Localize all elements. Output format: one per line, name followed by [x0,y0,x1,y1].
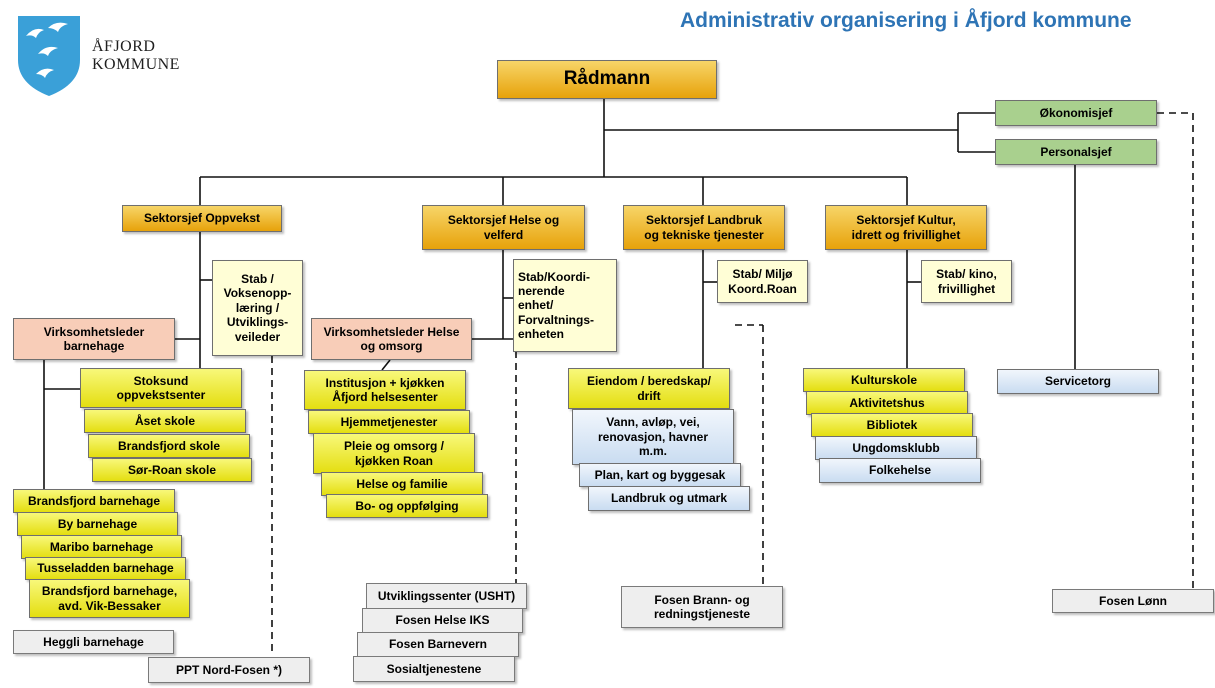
technical-unit-item: Vann, avløp, vei, renovasjon, havner m.m… [572,409,734,465]
fosen-brann-box: Fosen Brann- og redningstjeneste [621,586,783,628]
health-unit-item: Bo- og oppfølging [326,494,488,518]
school-item: Stoksund oppvekstsenter [80,368,242,408]
culture-unit-item: Folkehelse [819,458,981,483]
sektorsjef-oppvekst-box: Sektorsjef Oppvekst [122,205,282,232]
health-unit-item: Helse og familie [321,472,483,496]
virksomhetsleder-barnehage-box: Virksomhetsleder barnehage [13,318,175,360]
sektorsjef-landbruk-box: Sektorsjef Landbruk og tekniske tjeneste… [623,205,785,250]
municipality-name: ÅFJORD KOMMUNE [92,38,180,74]
culture-unit-item: Ungdomsklubb [815,436,977,460]
kindergarten-item: Tusseladden barnehage [25,557,186,580]
radmann-box: Rådmann [497,60,717,99]
health-unit-item: Hjemmetjenester [308,410,470,434]
kindergarten-item: Brandsfjord barnehage, avd. Vik-Bessaker [29,579,190,618]
technical-unit-item: Eiendom / beredskap/ drift [568,368,730,409]
fosen-helse-box: Fosen Helse IKS [362,608,523,633]
fosen-barnevern-box: Fosen Barnevern [357,632,519,657]
ppt-nord-fosen-box: PPT Nord-Fosen *) [148,657,310,683]
sektorsjef-helse-box: Sektorsjef Helse og velferd [422,205,585,250]
health-unit-item: Institusjon + kjøkken Åfjord helsesenter [304,370,466,410]
culture-unit-item: Aktivitetshus [806,391,968,415]
page-title: Administrativ organisering i Åfjord komm… [680,9,1132,32]
kindergarten-item: Brandsfjord barnehage [13,489,175,513]
school-item: Åset skole [84,409,246,433]
usht-box: Utviklingssenter (USHT) [366,583,527,609]
sosialtjenestene-box: Sosialtjenestene [353,656,515,682]
health-unit-item: Pleie og omsorg / kjøkken Roan [313,433,475,474]
stab-oppvekst-box: Stab / Voksenopp- læring / Utviklings- v… [212,260,303,356]
servicetorg-box: Servicetorg [997,369,1159,394]
sektorsjef-kultur-box: Sektorsjef Kultur, idrett og frivillighe… [825,205,987,250]
stab-helse-box: Stab/Koordi- nerende enhet/ Forvaltnings… [513,259,617,352]
brand-line-1: ÅFJORD [92,38,156,55]
culture-unit-item: Bibliotek [811,413,973,437]
kindergarten-item: Maribo barnehage [21,535,182,559]
technical-unit-item: Plan, kart og byggesak [579,463,741,487]
stab-kultur-box: Stab/ kino, frivillighet [921,260,1012,303]
kindergarten-item: By barnehage [17,512,178,536]
okonomisjef-box: Økonomisjef [995,100,1157,126]
municipality-crest-icon [18,16,80,96]
school-item: Brandsfjord skole [88,434,250,458]
heggli-barnehage-box: Heggli barnehage [13,630,174,654]
virksomhetsleder-helse-box: Virksomhetsleder Helse og omsorg [311,318,472,360]
personalsjef-box: Personalsjef [995,139,1157,165]
fosen-lonn-box: Fosen Lønn [1052,589,1214,613]
brand-line-2: KOMMUNE [92,56,180,73]
technical-unit-item: Landbruk og utmark [588,486,750,511]
stab-landbruk-box: Stab/ Miljø Koord.Roan [717,260,808,303]
culture-unit-item: Kulturskole [803,368,965,392]
school-item: Sør-Roan skole [92,458,252,482]
